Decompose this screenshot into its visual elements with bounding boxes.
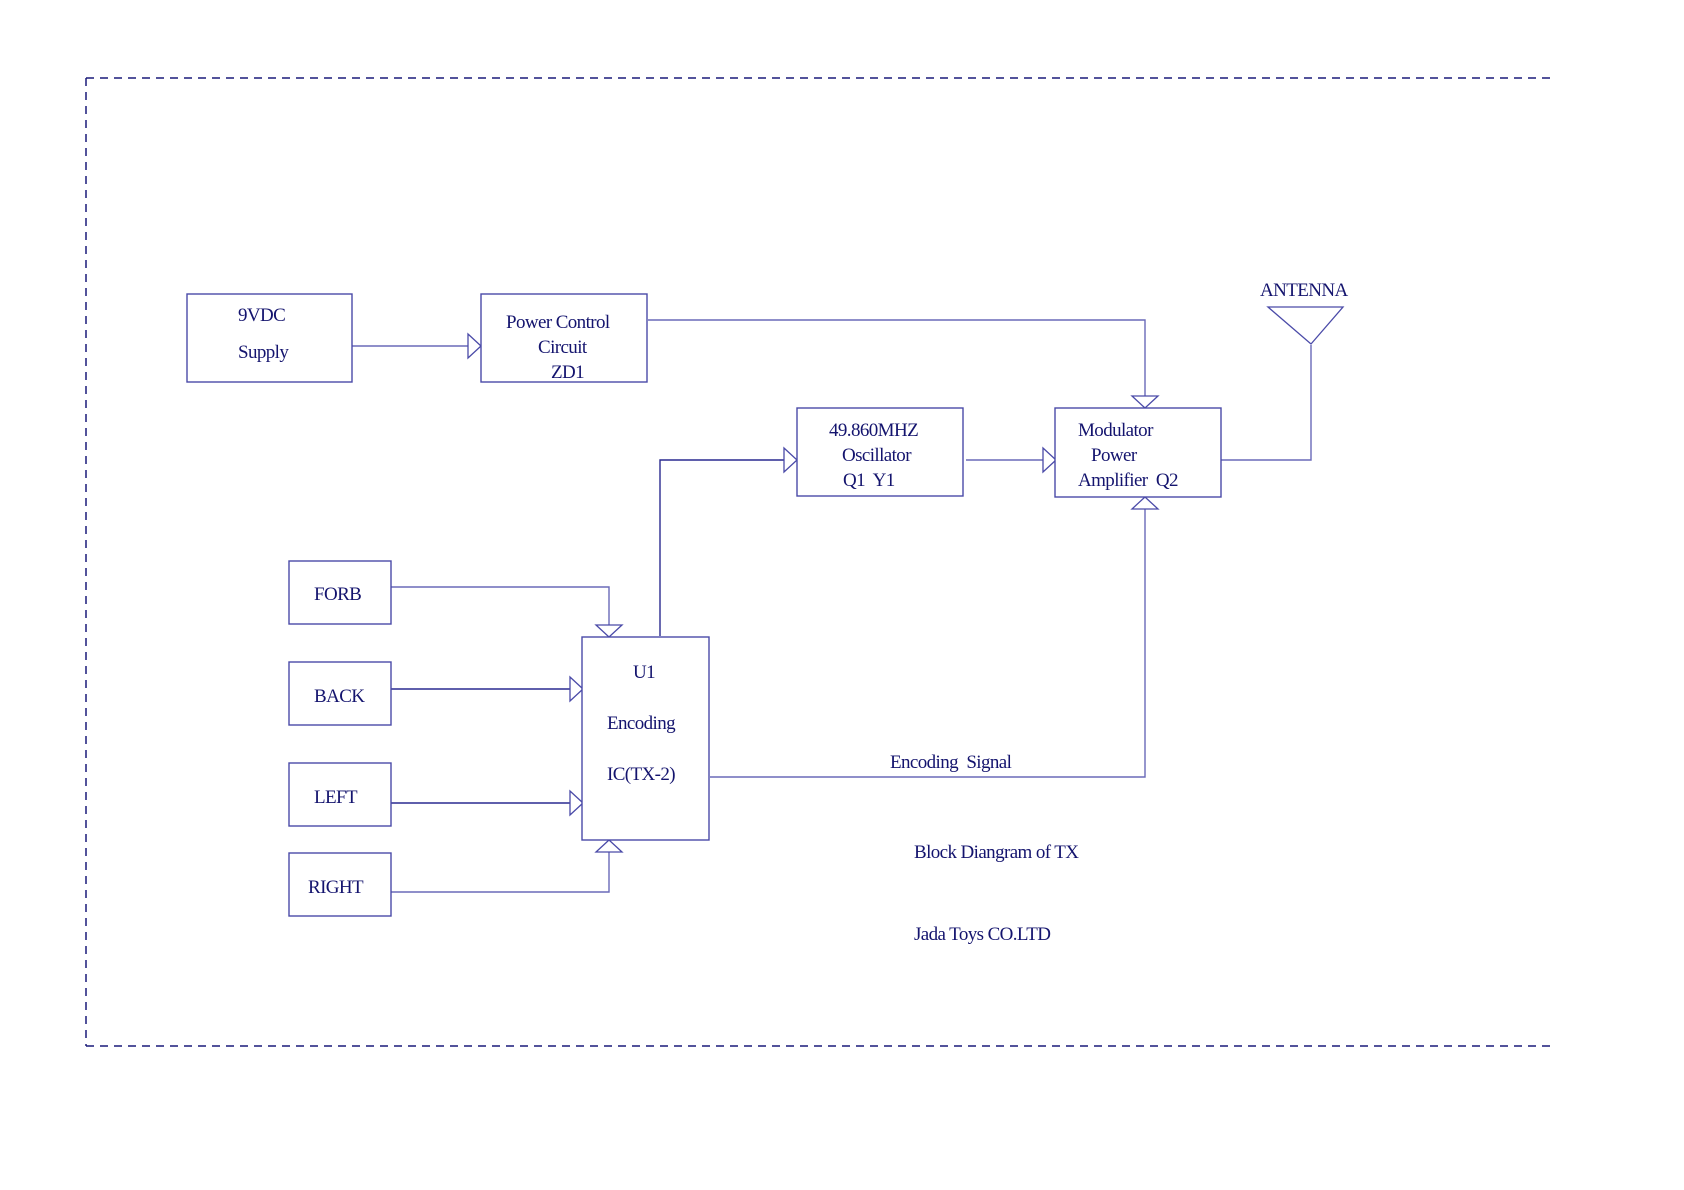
power-control-line-1: Power Control <box>506 312 610 333</box>
arrow-up-icon <box>594 839 624 853</box>
block-oscillator: 49.860MHZ Oscillator Q1 Y1 <box>796 407 964 497</box>
block-modulator-amplifier: Modulator Power Amplifier Q2 <box>1054 407 1222 498</box>
encoder-line-3: IC(TX-2) <box>607 764 675 785</box>
power-control-line-2: Circuit <box>538 337 588 358</box>
antenna-icon <box>1266 306 1345 345</box>
wire-modulator-to-antenna <box>1221 345 1312 461</box>
modulator-line-1: Modulator <box>1078 420 1154 441</box>
oscillator-line-1: 49.860MHZ <box>829 420 918 441</box>
arrow-down-icon <box>1130 395 1160 409</box>
oscillator-line-3: Q1 Y1 <box>843 470 895 491</box>
block-9vdc-supply: 9VDC Supply <box>186 293 353 383</box>
modulator-line-2: Power <box>1091 445 1138 466</box>
antenna: ANTENNA <box>1260 280 1349 345</box>
modulator-line-3: Amplifier Q2 <box>1078 470 1178 491</box>
wire-encoder-to-oscillator <box>659 459 796 636</box>
arrow-right-icon <box>1042 446 1057 474</box>
supply-line-2: Supply <box>238 342 289 363</box>
right-label: RIGHT <box>308 877 364 898</box>
back-label: BACK <box>314 686 365 707</box>
forb-label: FORB <box>314 584 361 605</box>
oscillator-line-2: Oscillator <box>842 445 912 466</box>
wire-encoding-signal <box>710 500 1146 778</box>
dashed-frame <box>85 77 1556 1047</box>
arrowheads <box>467 332 1160 853</box>
encoder-line-1: U1 <box>633 662 655 683</box>
block-right: RIGHT <box>288 852 392 917</box>
arrow-up-icon <box>1130 496 1160 510</box>
wires <box>352 319 1312 893</box>
wire-power-to-modulator <box>648 319 1146 407</box>
block-power-control: Power Control Circuit ZD1 <box>480 293 648 383</box>
encoding-signal-label: Encoding Signal <box>890 752 1012 773</box>
supply-line-1: 9VDC <box>238 305 285 326</box>
wire-right <box>391 842 610 893</box>
power-control-line-3: ZD1 <box>551 362 584 383</box>
arrow-right-icon <box>783 446 798 474</box>
block-back: BACK <box>288 661 392 726</box>
block-encoder-u1: U1 Encoding IC(TX-2) <box>581 636 710 841</box>
arrow-right-icon <box>569 789 584 817</box>
arrow-right-icon <box>569 675 584 703</box>
antenna-label: ANTENNA <box>1260 280 1348 301</box>
company-name: Jada Toys CO.LTD <box>914 924 1050 945</box>
arrow-down-icon <box>594 624 624 638</box>
wire-forb <box>391 586 610 636</box>
diagram-title: Block Diangram of TX <box>914 842 1079 863</box>
block-forb: FORB <box>288 560 392 625</box>
block-left: LEFT <box>288 762 392 827</box>
arrow-right-icon <box>467 332 482 360</box>
left-label: LEFT <box>314 787 358 808</box>
encoder-line-2: Encoding <box>607 713 676 734</box>
